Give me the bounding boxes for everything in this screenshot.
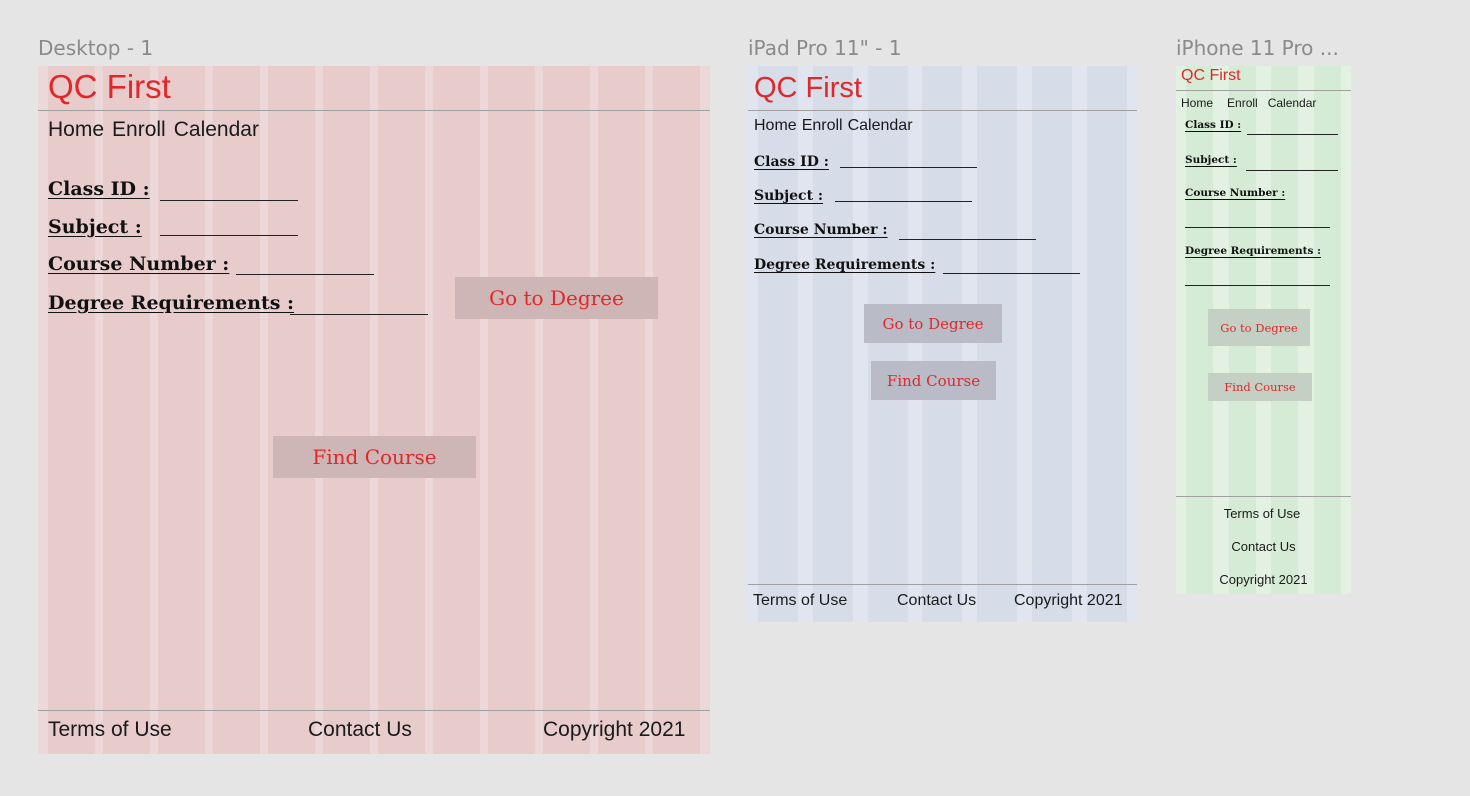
- logo[interactable]: QC First: [1181, 67, 1241, 84]
- course-number-label: Course Number :: [1185, 187, 1286, 199]
- class-id-label: Class ID :: [1185, 119, 1242, 131]
- degree-requirements-field[interactable]: [290, 314, 428, 315]
- degree-requirements-field[interactable]: [1185, 285, 1330, 286]
- ipad-frame-label: iPad Pro 11" - 1: [748, 36, 902, 60]
- nav-home[interactable]: Home: [48, 118, 105, 141]
- footer-terms[interactable]: Terms of Use: [753, 592, 848, 609]
- logo[interactable]: QC First: [754, 72, 862, 104]
- subject-field[interactable]: [1246, 170, 1338, 171]
- course-number-field[interactable]: [236, 274, 374, 275]
- footer-contact[interactable]: Contact Us: [1231, 539, 1296, 554]
- nav-calendar[interactable]: Calendar: [173, 118, 259, 141]
- degree-requirements-label: Degree Requirements :: [1185, 245, 1321, 257]
- nav-calendar[interactable]: Calendar: [1267, 96, 1317, 110]
- course-number-label: Course Number :: [48, 253, 230, 275]
- nav-enroll[interactable]: Enroll: [1227, 96, 1258, 110]
- subject-field[interactable]: [160, 235, 298, 236]
- iphone-frame-label: iPhone 11 Pro ...: [1176, 36, 1339, 60]
- nav-enroll[interactable]: Enroll: [801, 117, 843, 134]
- course-number-field[interactable]: [1185, 227, 1330, 228]
- course-number-field[interactable]: [899, 239, 1036, 240]
- subject-label: Subject :: [754, 188, 824, 204]
- footer-contact[interactable]: Contact Us: [897, 592, 977, 609]
- desktop-frame: QC First Home Enroll Calendar Class ID : S…: [38, 66, 710, 754]
- class-id-label: Class ID :: [754, 154, 829, 170]
- course-number-label: Course Number :: [754, 222, 888, 238]
- desktop-frame-label: Desktop - 1: [38, 36, 154, 60]
- find-course-button[interactable]: Find Course: [1208, 373, 1312, 401]
- go-to-degree-button[interactable]: Go to Degree: [455, 277, 658, 319]
- nav-enroll[interactable]: Enroll: [112, 118, 166, 141]
- footer-terms[interactable]: Terms of Use: [48, 718, 172, 741]
- find-course-button[interactable]: Find Course: [273, 436, 476, 478]
- class-id-field[interactable]: [840, 167, 977, 168]
- footer-divider: [1176, 496, 1351, 497]
- header-divider: [1176, 90, 1351, 91]
- footer-divider: [748, 584, 1137, 585]
- nav-bar: Home Enroll Calendar: [48, 118, 267, 142]
- subject-label: Subject :: [48, 216, 142, 238]
- degree-requirements-label: Degree Requirements :: [48, 292, 295, 314]
- degree-requirements-field[interactable]: [943, 273, 1080, 274]
- nav-calendar[interactable]: Calendar: [847, 117, 913, 134]
- desktop-layout-grid: [38, 66, 710, 754]
- go-to-degree-button[interactable]: Go to Degree: [864, 304, 1002, 343]
- class-id-field[interactable]: [160, 200, 298, 201]
- class-id-field[interactable]: [1247, 134, 1338, 135]
- footer-copyright: Copyright 2021: [543, 718, 686, 741]
- nav-home[interactable]: Home: [1181, 96, 1214, 110]
- logo[interactable]: QC First: [48, 68, 171, 105]
- iphone-frame: QC First Home Enroll Calendar Class ID : S…: [1176, 66, 1351, 594]
- header-divider: [748, 110, 1137, 111]
- subject-label: Subject :: [1185, 154, 1237, 166]
- class-id-label: Class ID :: [48, 178, 150, 200]
- nav-bar: Home Enroll Calendar: [1181, 96, 1324, 110]
- footer-terms[interactable]: Terms of Use: [1223, 506, 1301, 521]
- footer-copyright: Copyright 2021: [1014, 592, 1123, 609]
- go-to-degree-button[interactable]: Go to Degree: [1208, 309, 1310, 346]
- nav-home[interactable]: Home: [754, 117, 797, 134]
- find-course-button[interactable]: Find Course: [871, 361, 996, 400]
- footer-divider: [38, 710, 710, 711]
- footer-copyright: Copyright 2021: [1219, 572, 1308, 587]
- footer-contact[interactable]: Contact Us: [308, 718, 412, 741]
- subject-field[interactable]: [835, 201, 972, 202]
- degree-requirements-label: Degree Requirements :: [754, 257, 936, 273]
- ipad-layout-grid: [748, 66, 1137, 622]
- header-divider: [38, 110, 710, 111]
